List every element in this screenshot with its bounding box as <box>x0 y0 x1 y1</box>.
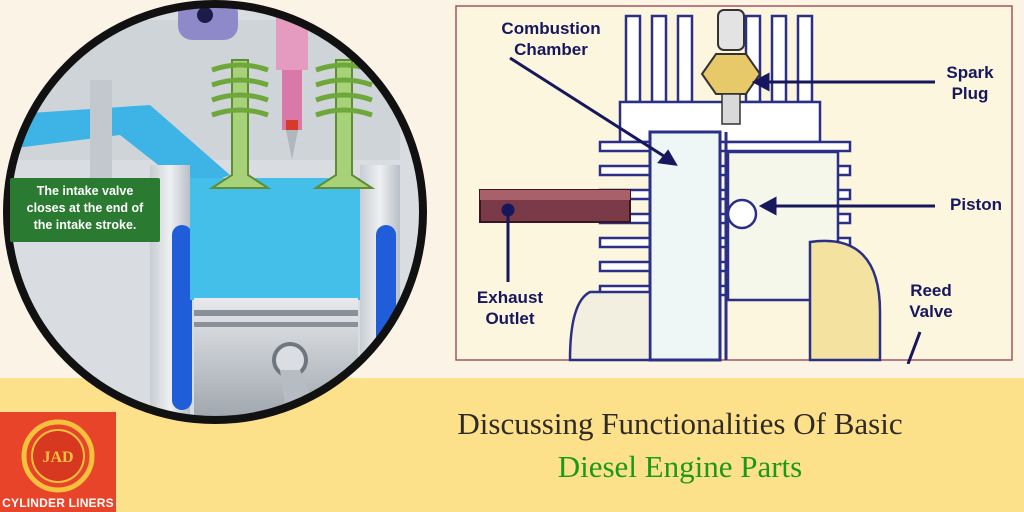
label-exhaust-line-1: Exhaust <box>476 288 544 307</box>
label-leader-lines <box>501 56 935 365</box>
jad-cylinder-liners-logo: JAD CYLINDER LINERS <box>0 412 116 512</box>
intake-valve <box>208 59 272 189</box>
label-spark-line-1: Spark <box>946 63 994 82</box>
label-spark-line-2: Plug <box>951 84 989 103</box>
logo-emblem-svg: JAD <box>21 419 95 493</box>
label-reed-line-1: Reed <box>910 281 952 300</box>
logo-caption: CYLINDER LINERS <box>2 496 114 510</box>
cylinder-charge <box>190 178 360 300</box>
callout-line-1: The intake valve <box>36 184 134 198</box>
intake-valve-illustration <box>0 0 440 440</box>
label-combustion-line-1: Combustion <box>501 19 601 38</box>
intake-valve-spring <box>211 62 269 118</box>
title-line-2: Diesel Engine Parts <box>557 449 803 484</box>
label-reed-valve: Reed Valve <box>894 280 968 322</box>
reed-valve-chamber <box>808 239 882 362</box>
coolant-passage-left <box>172 225 192 410</box>
spark-plug <box>700 9 762 125</box>
label-exhaust-outlet: Exhaust Outlet <box>462 287 558 329</box>
logo-monogram: JAD <box>42 449 73 466</box>
diagram-frame <box>455 5 1013 361</box>
intake-valve-callout: The intake valve closes at the end of th… <box>10 178 160 242</box>
crankcase <box>568 290 652 362</box>
label-combustion-chamber: Combustion Chamber <box>466 18 636 60</box>
piston-wrist-pin <box>726 198 758 230</box>
two-stroke-engine-diagram <box>450 2 1018 365</box>
callout-line-2: closes at the end of <box>26 201 144 215</box>
title-line-1: Discussing Functionalities Of Basic <box>457 406 903 441</box>
engine-diagram-svg <box>450 2 1018 365</box>
label-spark-plug: Spark Plug <box>935 62 1005 104</box>
label-piston: Piston <box>938 194 1014 215</box>
label-reed-line-2: Valve <box>909 302 953 321</box>
label-exhaust-line-2: Outlet <box>485 309 535 328</box>
label-piston-line-1: Piston <box>950 195 1002 214</box>
label-combustion-line-2: Chamber <box>514 40 588 59</box>
circle-border <box>3 0 427 424</box>
intake-valve-circle-svg <box>3 0 427 424</box>
cylinder-bore <box>648 130 722 362</box>
callout-line-3: the intake stroke. <box>33 218 137 232</box>
